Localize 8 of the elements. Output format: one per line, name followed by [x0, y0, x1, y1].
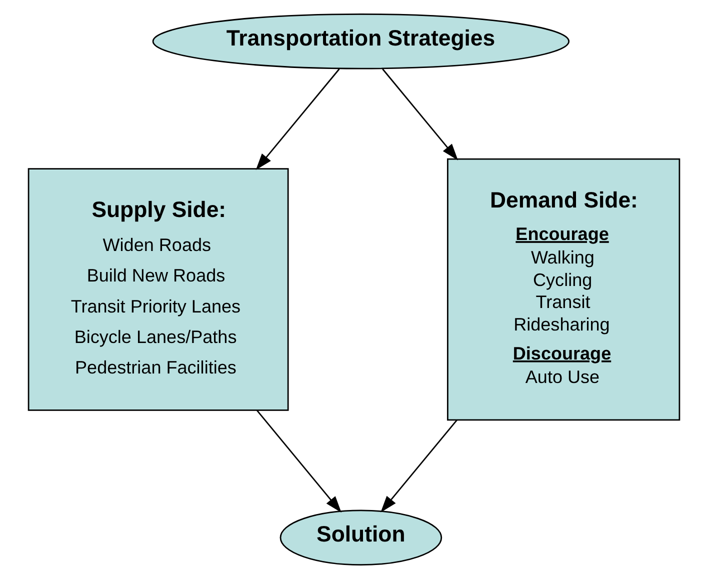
node-box: Demand Side: Encourage Walking Cycling Transit Ridesharing Discourage Auto Use	[446, 158, 680, 421]
node-ellipse: Solution	[279, 510, 442, 566]
arrow	[256, 410, 341, 513]
node-ellipse: Transportation Strategies	[152, 13, 570, 70]
arrow	[382, 68, 458, 160]
node-box: Supply Side: Widen Roads Build New Roads Transit Priority Lanes Bicycle Lanes/Paths Pedestrian Facilities	[27, 168, 288, 411]
arrow	[380, 420, 457, 512]
arrow	[255, 68, 340, 170]
